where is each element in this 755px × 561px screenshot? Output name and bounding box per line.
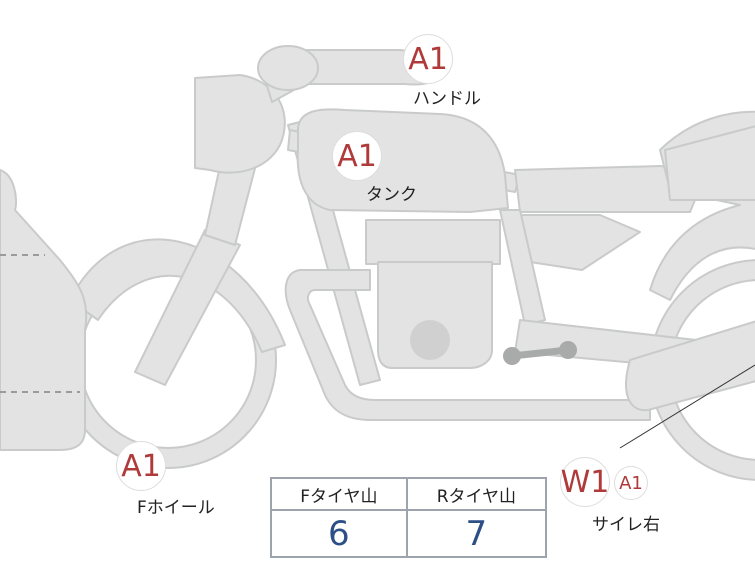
exhaust-pipe xyxy=(284,269,651,421)
tank-code-badge: A1 xyxy=(332,131,382,181)
silencer-label: サイレ右 xyxy=(592,515,660,535)
rear-tire-value: 7 xyxy=(405,509,548,558)
tank-label: タンク xyxy=(366,185,417,205)
tire-tread-table: Fタイヤ山 Rタイヤ山 6 7 xyxy=(270,477,548,558)
handle-code: A1 xyxy=(408,41,448,77)
rear-wheel xyxy=(649,259,755,481)
headlight xyxy=(194,74,286,174)
rear-frame xyxy=(499,209,546,326)
silencer-subcode-badge: A1 xyxy=(614,466,648,500)
tank-code: A1 xyxy=(337,138,377,174)
front-fender xyxy=(69,238,286,353)
handle-code-badge: A1 xyxy=(403,34,453,84)
shift-lever xyxy=(508,346,572,360)
front-tire-value: 6 xyxy=(270,509,408,558)
silencer xyxy=(625,320,755,412)
fwheel-code-badge: A1 xyxy=(116,441,166,491)
fwheel-label: Fホイール xyxy=(137,498,215,518)
shift-lever-end-right xyxy=(559,341,577,359)
silencer-subcode: A1 xyxy=(619,472,643,494)
engine-cover xyxy=(410,320,450,360)
handlebar-clamp xyxy=(257,45,319,91)
handle-label: ハンドル xyxy=(413,89,481,109)
silencer-leader-line xyxy=(619,364,755,449)
side-cover xyxy=(519,214,641,271)
silencer-code: W1 xyxy=(560,464,610,500)
fwheel-code: A1 xyxy=(121,448,161,484)
rear-tire-header: Rタイヤ山 xyxy=(405,477,548,511)
front-tire-header: Fタイヤ山 xyxy=(270,477,408,511)
engine-head xyxy=(365,219,501,265)
engine-block xyxy=(377,261,493,369)
shift-lever-end-left xyxy=(503,347,521,365)
rider-boot xyxy=(0,169,88,451)
rear-cowl xyxy=(664,125,755,201)
silencer-code-badge: W1 xyxy=(560,457,610,507)
